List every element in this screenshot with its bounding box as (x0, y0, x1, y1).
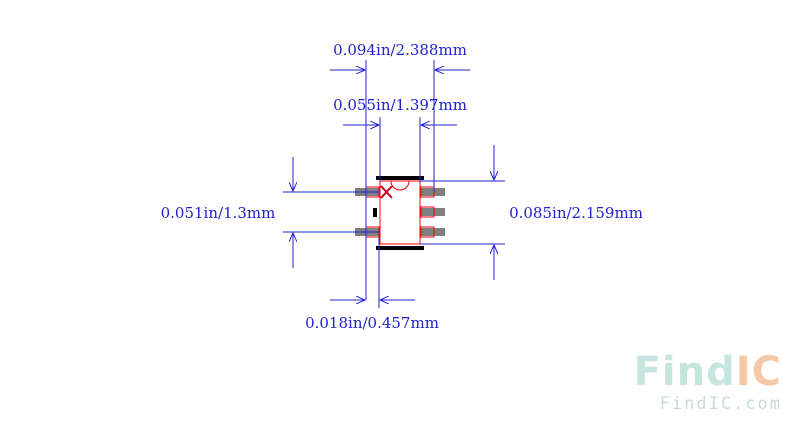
dim-body-width (343, 117, 457, 181)
dim-pin-width (330, 237, 415, 308)
dim-pin-pitch (283, 157, 380, 268)
body-outline (379, 180, 421, 245)
dim-body-width-label: 0.055in/1.397mm (333, 96, 467, 114)
pin-right-bottom (420, 228, 445, 236)
pad-outline-right-bottom (420, 226, 435, 238)
findic-watermark: FindIC FindIC.com (634, 352, 782, 414)
silkscreen-left-mark (373, 208, 377, 217)
pin-right-middle (420, 208, 445, 216)
silkscreen-top (376, 176, 424, 180)
logo-text-ic: IC (735, 349, 782, 395)
dim-pin-span-label: 0.094in/2.388mm (333, 41, 467, 59)
dim-pin-pitch-label: 0.051in/1.3mm (161, 204, 276, 222)
dim-pin-span (330, 60, 470, 300)
pad-outline-right-middle (420, 206, 435, 218)
dim-pin-width-label: 0.018in/0.457mm (305, 314, 439, 332)
findic-logo: FindIC (634, 352, 782, 392)
pin-right-top (420, 188, 445, 196)
findic-url: FindIC.com (659, 394, 782, 414)
silkscreen-bottom (376, 246, 424, 250)
package-body (355, 176, 445, 250)
logo-text-find: Find (633, 349, 736, 395)
dim-body-length-label: 0.085in/2.159mm (509, 204, 643, 222)
pin1-marker (380, 180, 410, 199)
dim-body-length (420, 145, 505, 280)
